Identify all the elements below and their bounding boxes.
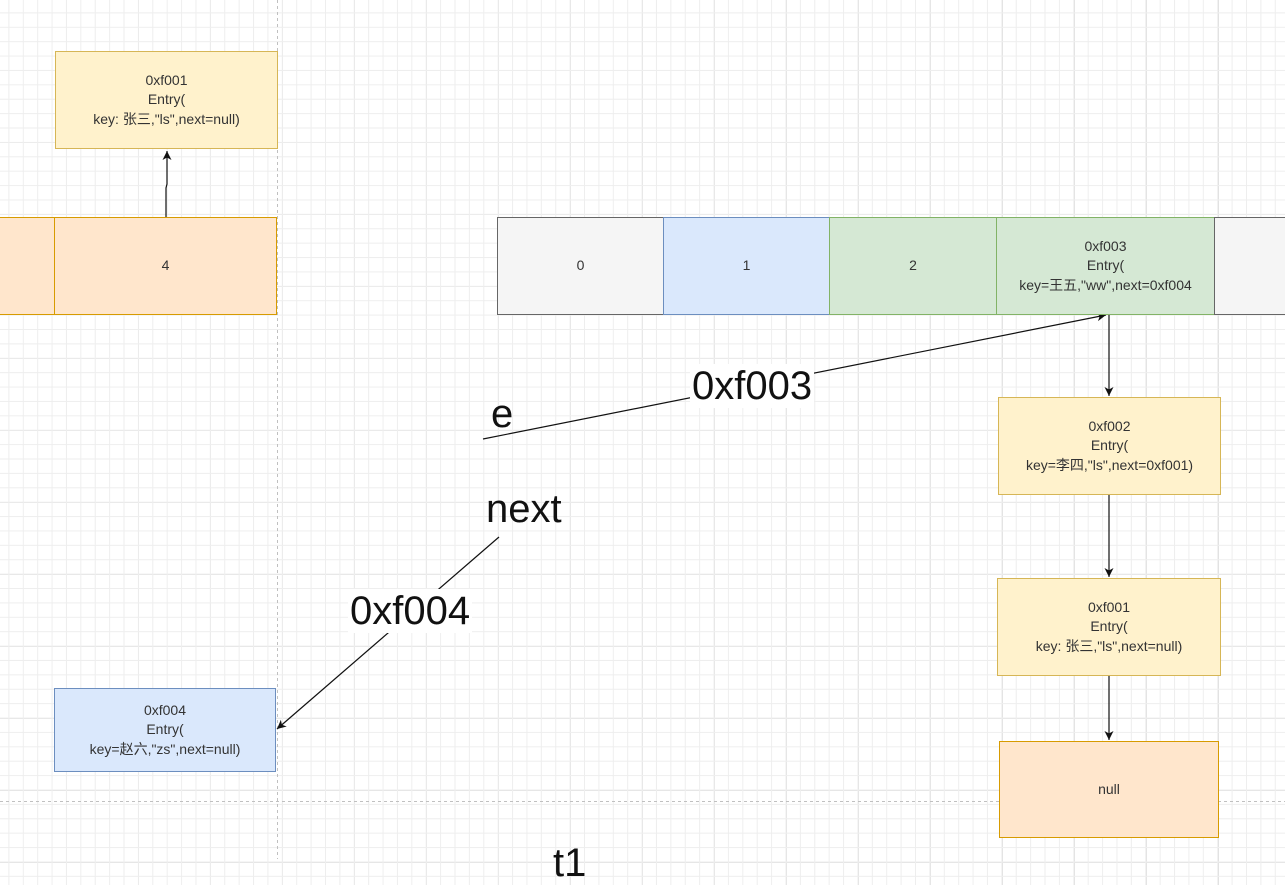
- arrow-next-to-f004[interactable]: [276, 536, 500, 730]
- next-pointer-label: 0xf004: [348, 589, 473, 633]
- variable-next-label: next: [486, 487, 562, 531]
- variable-e-label: e: [491, 392, 514, 436]
- entry-f004-fields: key=赵六,"zs",next=null): [89, 740, 241, 757]
- top-left-entry-type: Entry(: [147, 91, 186, 108]
- bucket-3[interactable]: 0xf003 Entry( key=王五,"ww",next=0xf004: [996, 217, 1215, 315]
- left-bucket-4[interactable]: 4: [54, 217, 277, 315]
- entry-f004-type: Entry(: [146, 721, 184, 738]
- bucket-1-label: 1: [742, 257, 751, 274]
- bucket-0-label: 0: [576, 257, 585, 274]
- top-left-entry-address: 0xf001: [145, 71, 188, 88]
- bucket-2-label: 2: [909, 257, 917, 274]
- bucket-0[interactable]: 0: [497, 217, 664, 315]
- entry-f002-address: 0xf002: [1088, 417, 1131, 434]
- bucket-next-partial[interactable]: [1214, 217, 1285, 315]
- entry-f002-fields: key=李四,"ls",next=0xf001): [1025, 456, 1194, 473]
- top-left-entry-node[interactable]: 0xf001 Entry( key: 张三,"ls",next=null): [55, 51, 278, 149]
- bucket-3-fields: key=王五,"ww",next=0xf004: [1019, 276, 1192, 293]
- bucket-3-type: Entry(: [1086, 257, 1125, 274]
- entry-f002-node[interactable]: 0xf002 Entry( key=李四,"ls",next=0xf001): [998, 397, 1221, 495]
- arrow-bucket4-to-entry[interactable]: [162, 151, 172, 217]
- bottom-partial-label: t1: [553, 841, 587, 885]
- bucket-3-address: 0xf003: [1084, 237, 1127, 254]
- null-node-label: null: [1098, 780, 1120, 797]
- entry-f001-node[interactable]: 0xf001 Entry( key: 张三,"ls",next=null): [997, 578, 1221, 676]
- left-bucket-4-label: 4: [161, 257, 170, 274]
- left-bucket-partial[interactable]: [0, 217, 55, 315]
- entry-f004-address: 0xf004: [143, 701, 187, 718]
- entry-f002-type: Entry(: [1090, 437, 1129, 454]
- bucket-2[interactable]: 2: [829, 217, 997, 315]
- null-node[interactable]: null: [999, 741, 1219, 838]
- entry-f004-node[interactable]: 0xf004 Entry( key=赵六,"zs",next=null): [54, 688, 276, 772]
- e-pointer-label: 0xf003: [690, 364, 815, 408]
- entry-f001-fields: key: 张三,"ls",next=null): [1035, 637, 1183, 654]
- bucket-1[interactable]: 1: [663, 217, 830, 315]
- top-left-entry-fields: key: 张三,"ls",next=null): [93, 110, 240, 127]
- entry-f001-type: Entry(: [1090, 618, 1128, 635]
- entry-f001-address: 0xf001: [1087, 598, 1131, 615]
